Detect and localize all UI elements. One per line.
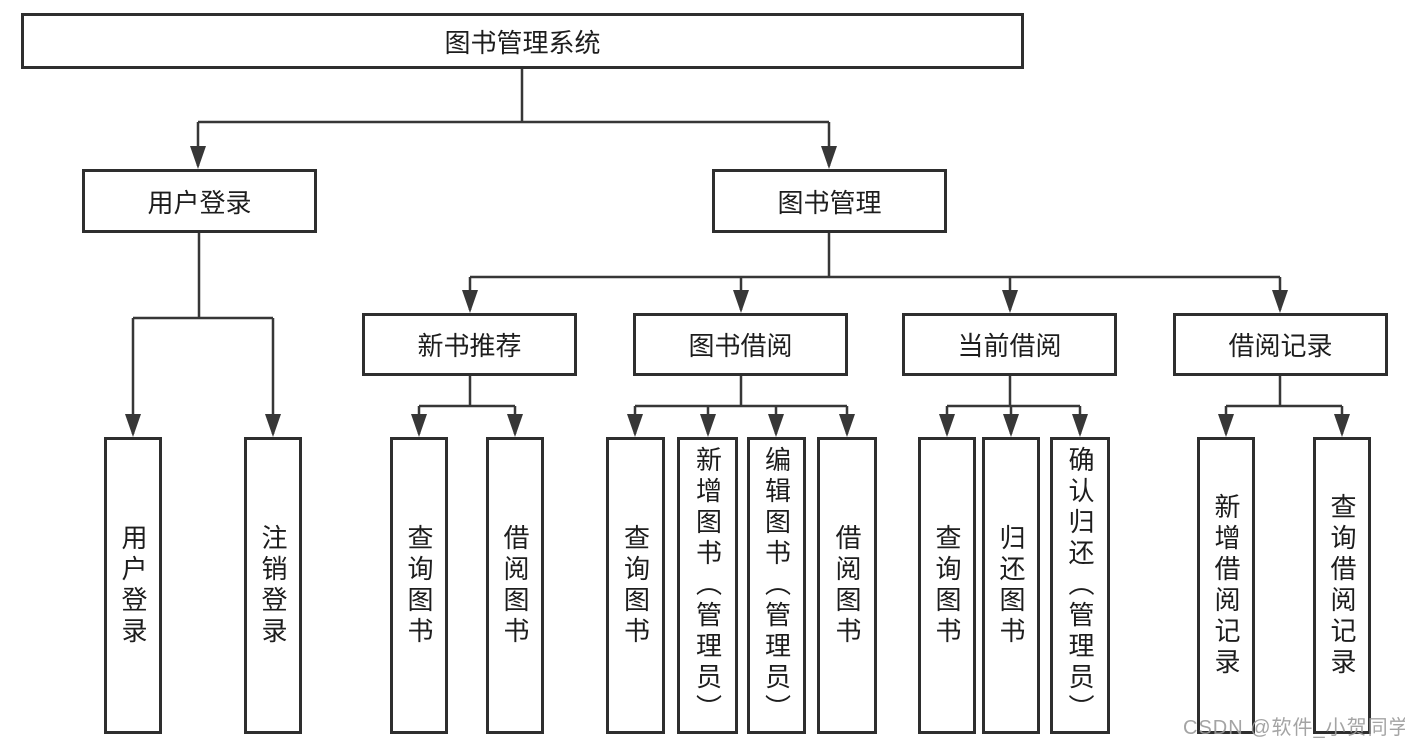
node-label: 新增图书（管理员）: [692, 446, 723, 725]
node-label: 图书借阅: [688, 331, 793, 361]
node-label: 图书管理系统: [444, 27, 601, 58]
csdn-watermark: CSDN @软件_小贺同学: [1183, 717, 1405, 739]
leaf-borrowing-add-book-admin: 新增图书（管理员）: [677, 437, 738, 734]
node-label: 确认归还（管理员）: [1065, 446, 1095, 725]
node-current-borrowing: 当前借阅: [902, 313, 1117, 376]
leaf-recommend-query-book: 查询图书: [390, 437, 448, 734]
node-book-management: 图书管理: [712, 169, 947, 233]
node-library-management-system: 图书管理系统: [21, 13, 1024, 69]
node-label: 查询借阅记录: [1327, 492, 1357, 679]
leaf-borrowing-borrow-book: 借阅图书: [817, 437, 877, 734]
node-label: 当前借阅: [957, 331, 1062, 361]
node-new-book-recommendation: 新书推荐: [362, 313, 577, 376]
leaf-current-confirm-return-admin: 确认归还（管理员）: [1050, 437, 1110, 734]
node-label: 借阅图书: [500, 523, 530, 648]
node-label: 注销登录: [258, 523, 288, 648]
leaf-borrowing-query-book: 查询图书: [606, 437, 665, 734]
node-book-borrowing: 图书借阅: [633, 313, 848, 376]
node-label: 归还图书: [996, 523, 1026, 648]
node-label: 借阅记录: [1228, 331, 1333, 361]
leaf-borrowing-edit-book-admin: 编辑图书（管理员）: [747, 437, 806, 734]
node-label: 借阅图书: [832, 523, 862, 648]
leaf-records-query-record: 查询借阅记录: [1313, 437, 1371, 734]
arrowheads: [125, 146, 1350, 437]
leaf-records-add-record: 新增借阅记录: [1197, 437, 1255, 734]
leaf-logout: 注销登录: [244, 437, 302, 734]
node-borrowing-records: 借阅记录: [1173, 313, 1388, 376]
leaf-recommend-borrow-book: 借阅图书: [486, 437, 544, 734]
node-label: 新书推荐: [417, 331, 522, 361]
node-label: 用户登录: [118, 523, 148, 648]
node-label: 查询图书: [404, 523, 434, 648]
node-label: 查询图书: [932, 523, 962, 648]
node-label: 编辑图书（管理员）: [761, 446, 792, 725]
leaf-user-login: 用户登录: [104, 437, 162, 734]
node-label: 查询图书: [620, 523, 651, 648]
leaf-current-query-book: 查询图书: [918, 437, 976, 734]
node-label: 用户登录: [147, 187, 252, 218]
node-label: 新增借阅记录: [1211, 492, 1241, 679]
leaf-current-return-book: 归还图书: [982, 437, 1040, 734]
node-label: 图书管理: [777, 187, 882, 218]
node-user-login: 用户登录: [82, 169, 317, 233]
